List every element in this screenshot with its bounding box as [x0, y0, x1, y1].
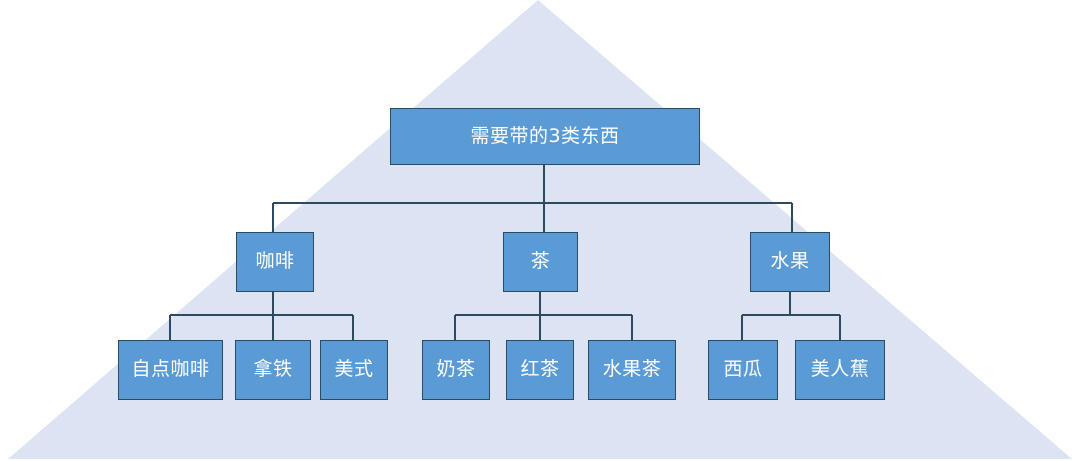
node-leaf-self-order-coffee[interactable]: 自点咖啡 [118, 340, 223, 400]
node-leaf-black-tea[interactable]: 红茶 [506, 340, 574, 400]
node-root[interactable]: 需要带的3类东西 [390, 108, 700, 165]
node-leaf-canna[interactable]: 美人蕉 [795, 340, 885, 400]
node-leaf-watermelon[interactable]: 西瓜 [708, 340, 778, 400]
node-branch-tea[interactable]: 茶 [503, 232, 578, 292]
node-leaf-milk-tea[interactable]: 奶茶 [422, 340, 490, 400]
node-leaf-latte[interactable]: 拿铁 [235, 340, 311, 400]
node-branch-fruit[interactable]: 水果 [750, 232, 830, 292]
node-leaf-americano[interactable]: 美式 [320, 340, 388, 400]
node-branch-coffee[interactable]: 咖啡 [236, 232, 314, 292]
node-leaf-fruit-tea[interactable]: 水果茶 [588, 340, 676, 400]
